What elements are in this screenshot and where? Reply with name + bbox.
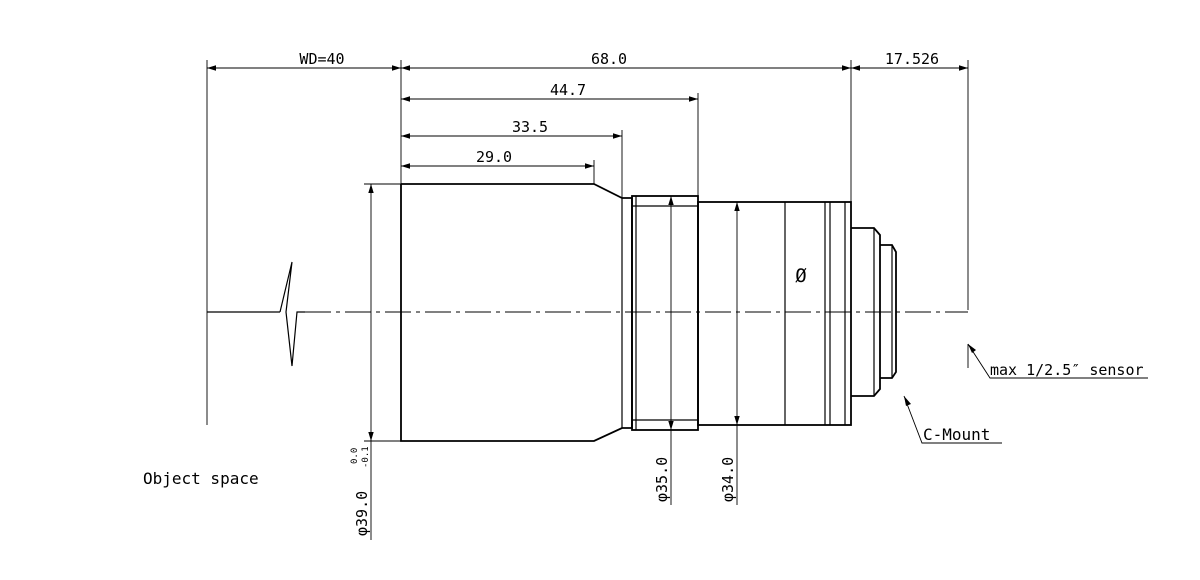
front-diameter-label: φ39.0 <box>353 491 371 536</box>
middle-diameter-label: φ35.0 <box>653 457 671 502</box>
lens-body: Ø <box>400 183 897 442</box>
object-space-label: Object space <box>143 469 259 488</box>
tolerance-upper-label: 0.0 <box>350 448 360 464</box>
overall-length-label: 68.0 <box>591 50 627 68</box>
c-mount-leader <box>903 395 1002 444</box>
flange-distance-label: 17.526 <box>885 50 939 68</box>
iris-mark: Ø <box>795 265 807 287</box>
length-2-label: 33.5 <box>512 118 548 136</box>
length-1-label: 44.7 <box>550 81 586 99</box>
extension-lines <box>206 60 969 442</box>
c-mount-thread <box>851 227 897 397</box>
leader-labels: max 1/2.5″ sensor C-Mount <box>903 343 1148 444</box>
optical-axis <box>207 261 968 367</box>
wd-label: WD=40 <box>299 50 344 68</box>
length-3-label: 29.0 <box>476 148 512 166</box>
tolerance-lower-label: -0.1 <box>361 446 371 468</box>
middle-ring <box>631 195 699 431</box>
rear-diameter-label: φ34.0 <box>719 457 737 502</box>
sensor-leader <box>967 343 1148 379</box>
c-mount-label: C-Mount <box>923 425 990 444</box>
top-dimensions: WD=40 68.0 17.526 44.7 33.5 29.0 <box>207 50 968 169</box>
sensor-label: max 1/2.5″ sensor <box>990 361 1144 379</box>
diameter-dimensions: φ39.0 0.0 -0.1 φ35.0 φ34.0 <box>350 184 740 540</box>
rear-barrel <box>697 201 852 426</box>
